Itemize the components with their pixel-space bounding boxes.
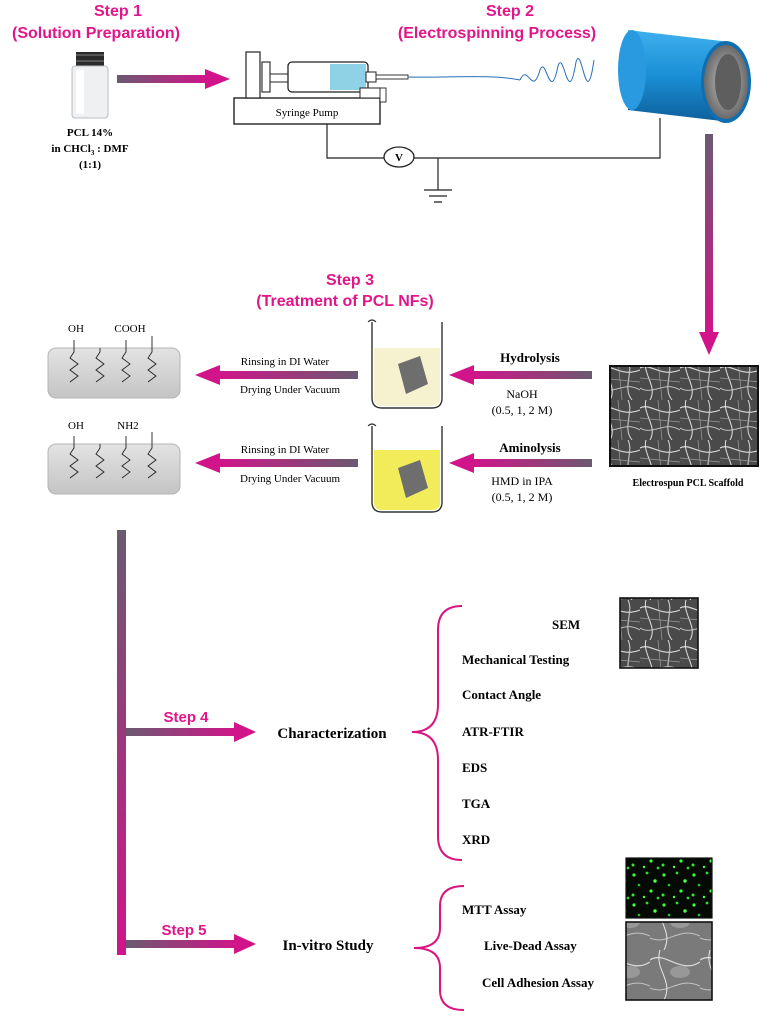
step2-subtitle: (Electrospinning Process) [398,25,596,42]
invitro-brace [413,885,465,1011]
char-item-xrd: XRD [462,832,490,847]
char-item-atr-ftir: ATR-FTIR [462,724,524,739]
solution-line3: (1:1) [79,159,101,171]
group-hydrolyzed-1: COOH [114,323,145,335]
dry-label-2: Drying Under Vacuum [240,473,340,485]
aminolysis-title: Aminolysis [499,440,560,455]
step1-title: Step 1 [94,3,142,20]
sem-thumbnail-image [619,597,699,669]
step1-subtitle: (Solution Preparation) [12,25,180,42]
pump-label: Syringe Pump [276,107,339,119]
solution-line2: in CHCl3 : DMF [51,143,128,157]
cell-adhesion-sem-image [625,921,713,1001]
step2-title: Step 2 [486,3,534,20]
char-item-mechanical: Mechanical Testing [462,652,570,667]
syringe-pump-icon [233,51,409,125]
aminolysis-reagent: HMD in IPA [491,474,553,488]
collector-drum-icon [618,30,751,123]
rinse-label-2: Rinsing in DI Water [241,444,330,456]
arrow-hydrolysis [449,365,592,385]
step5-title: Step 5 [161,922,206,939]
hydrolysis-conc: (0.5, 1, 2 M) [492,403,553,417]
step3-subtitle: (Treatment of PCL NFs) [256,293,434,310]
dry-label-1: Drying Under Vacuum [240,384,340,396]
beaker-aminolysis-icon [367,423,443,513]
scaffold-sem-image [609,365,759,467]
substrate-aminolyzed [47,432,181,495]
group-hydrolyzed-0: OH [68,323,84,335]
group-aminolyzed-0: OH [68,420,84,432]
solution-line1: PCL 14% [67,127,113,139]
circuit-wiring [326,118,661,203]
voltage-source-icon [383,146,415,168]
char-item-contact-angle: Contact Angle [462,687,541,702]
vial-icon [71,52,109,119]
invitro-title: In-vitro Study [283,938,374,954]
arrow-characterization [126,722,256,742]
live-dead-fluorescence-image [625,857,713,919]
arrow-rinse-aminolysis [195,453,358,473]
arrow-invitro [126,934,256,954]
hydrolysis-reagent: NaOH [506,387,538,401]
group-aminolyzed-1: NH2 [117,420,138,432]
hydrolysis-title: Hydrolysis [500,350,560,365]
arrow-rinse-hydrolysis [195,365,358,385]
char-item-tga: TGA [462,796,491,811]
arrow-to-scaffold [699,134,719,355]
aminolysis-conc: (0.5, 1, 2 M) [492,490,553,504]
fiber-jet [407,58,595,82]
step4-title: Step 4 [163,709,209,726]
invitro-item-adhesion: Cell Adhesion Assay [482,975,594,990]
arrow-aminolysis [449,453,592,473]
beaker-hydrolysis-icon [367,319,443,409]
step3-title: Step 3 [326,272,374,289]
char-item-sem: SEM [552,617,580,632]
trunk-line [117,530,126,955]
arrow-to-pump [117,69,230,89]
invitro-item-live-dead: Live-Dead Assay [484,938,577,953]
invitro-item-mtt: MTT Assay [462,902,527,917]
characterization-title: Characterization [277,726,387,742]
substrate-hydrolyzed [47,336,181,399]
char-item-eds: EDS [462,760,487,775]
voltage-label: V [395,152,403,164]
scaffold-label: Electrospun PCL Scaffold [633,478,744,489]
characterization-brace [411,605,463,861]
rinse-label-1: Rinsing in DI Water [241,356,330,368]
